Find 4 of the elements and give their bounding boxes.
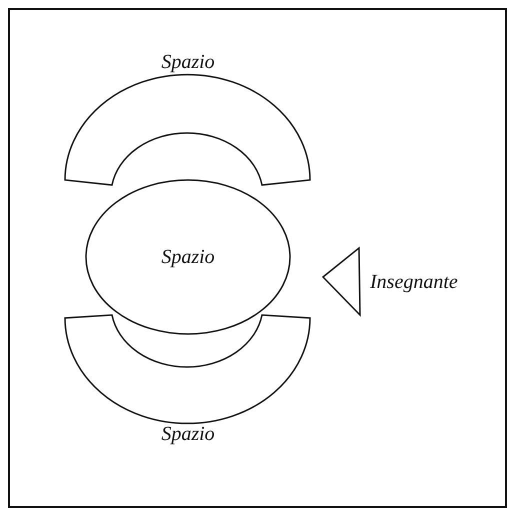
area-label: Spazio (161, 424, 215, 444)
area-label: Spazio (161, 247, 215, 267)
area-label: Spazio (161, 52, 215, 72)
role-label: Insegnante (370, 272, 458, 292)
